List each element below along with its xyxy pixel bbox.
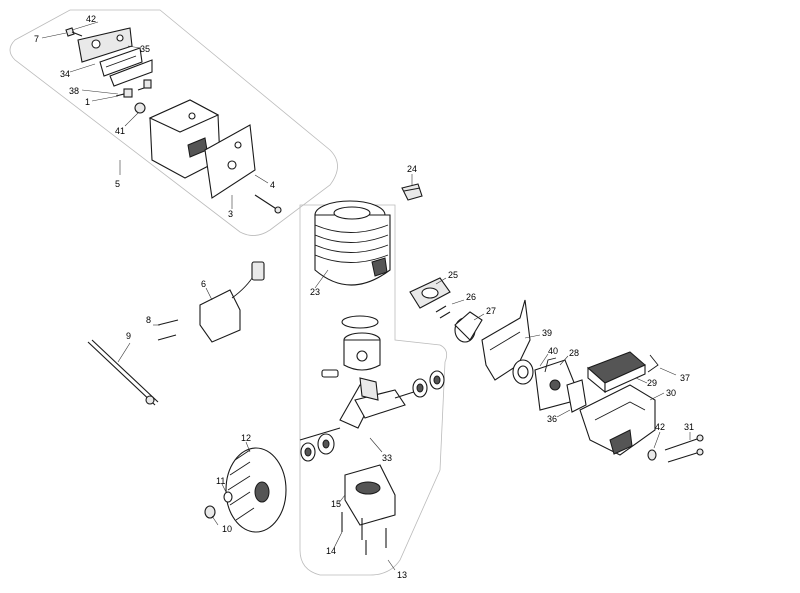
choke-rod	[647, 354, 659, 373]
crankshaft	[299, 377, 421, 441]
muffler-cover-plate	[77, 27, 133, 63]
muffler-screen	[99, 47, 143, 77]
callout-4: 4	[270, 180, 275, 190]
bearing-left-a	[317, 433, 335, 455]
callout-10: 10	[222, 524, 232, 534]
callout-27: 27	[486, 306, 496, 316]
muffler-bolt-b	[137, 79, 152, 91]
callout-23: 23	[310, 287, 320, 297]
callout-5: 5	[115, 179, 120, 189]
engine-group-outline	[299, 204, 448, 576]
callout-6: 6	[201, 279, 206, 289]
crankcase	[344, 464, 396, 526]
callout-41: 41	[115, 126, 125, 136]
callout-12: 12	[241, 433, 251, 443]
callout-15: 15	[331, 499, 341, 509]
flywheel-nut	[204, 505, 216, 519]
callout-36: 36	[547, 414, 557, 424]
callout-30: 30	[666, 388, 676, 398]
callout-3: 3	[228, 209, 233, 219]
flywheel	[225, 447, 287, 533]
carb-spacer	[566, 379, 587, 413]
callout-7: 7	[34, 34, 39, 44]
callout-42-top: 42	[86, 14, 96, 24]
flywheel-washer	[223, 491, 233, 503]
callout-28: 28	[569, 348, 579, 358]
callout-11: 11	[216, 476, 225, 486]
air-box	[579, 384, 656, 456]
spark-arrestor	[109, 59, 153, 87]
spark-plug	[401, 183, 423, 201]
callout-1: 1	[85, 97, 90, 107]
leader-lines	[41, 21, 691, 571]
callout-26: 26	[466, 292, 476, 302]
piston	[343, 332, 381, 371]
coil-screws	[157, 319, 179, 341]
screws-31	[664, 434, 704, 463]
intake-boot	[454, 311, 483, 343]
callout-13: 13	[397, 570, 407, 580]
heat-shield	[481, 299, 531, 381]
callout-8: 8	[146, 315, 151, 325]
ignition-coil	[199, 261, 265, 343]
callout-31: 31	[684, 422, 694, 432]
intake-screws	[435, 305, 451, 319]
chain-adjuster-rod	[87, 339, 159, 406]
piston-pin	[321, 369, 339, 378]
callout-39: 39	[542, 328, 552, 338]
bearing-left-b	[300, 442, 316, 462]
callout-35: 35	[140, 44, 150, 54]
callout-33: 33	[382, 453, 392, 463]
bearing-right-b	[429, 370, 445, 390]
muffler-bolt-a	[115, 88, 133, 98]
muffler-nut	[134, 102, 146, 114]
muffler-gasket	[204, 124, 256, 199]
muffler-long-bolt	[254, 194, 282, 214]
callout-9: 9	[126, 331, 131, 341]
piston-ring	[341, 315, 379, 329]
callout-29: 29	[647, 378, 657, 388]
callout-24: 24	[407, 164, 417, 174]
carb-gasket	[512, 359, 534, 385]
intake-flange	[409, 277, 451, 309]
muffler-group-outline	[9, 9, 338, 236]
callout-34: 34	[60, 69, 70, 79]
bearing-right-a	[412, 378, 428, 398]
callout-37: 37	[680, 373, 690, 383]
callout-40: 40	[548, 346, 558, 356]
washer-42	[647, 449, 657, 461]
cylinder	[314, 200, 391, 286]
callout-14: 14	[326, 546, 336, 556]
callout-42-bottom: 42	[655, 422, 665, 432]
callout-labels: 42 7 35 34 38 1 41 5 4 3 24 23 25 26 27 …	[34, 14, 694, 580]
crankcase-bolts	[341, 512, 387, 555]
air-filter	[587, 351, 646, 394]
callout-38: 38	[69, 86, 79, 96]
callout-25: 25	[448, 270, 458, 280]
